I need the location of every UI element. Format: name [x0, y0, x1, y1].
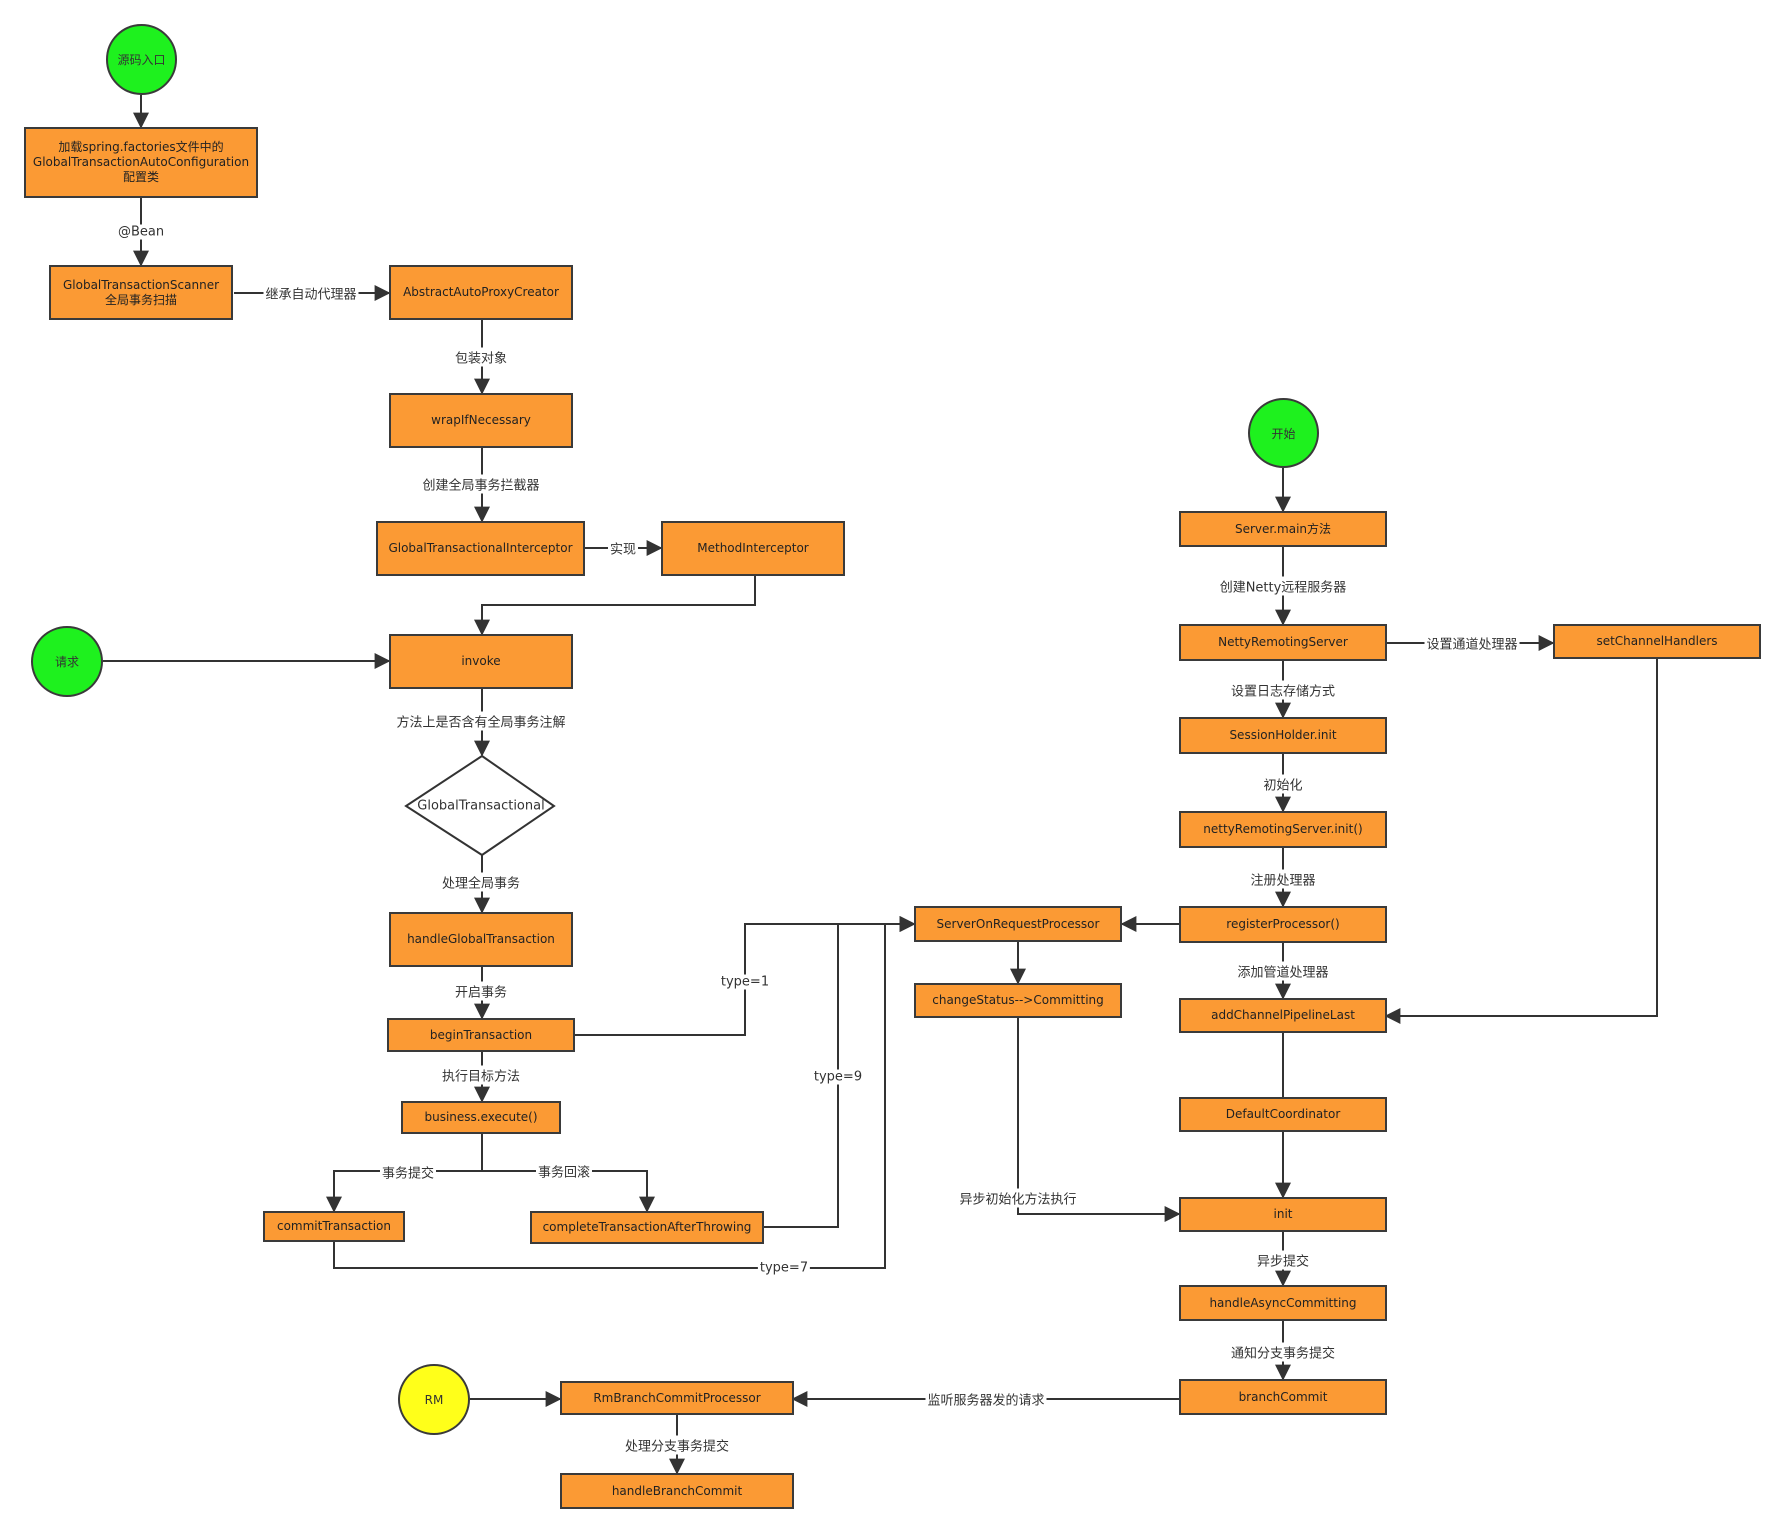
branch-commit-node: branchCommit	[1179, 1379, 1387, 1415]
edge-commit-to-server-type7	[333, 916, 916, 1269]
label-wrap-object: 包装对象	[452, 347, 510, 367]
label-tx-commit: 事务提交	[379, 1162, 437, 1182]
label-open-tx: 开启事务	[452, 981, 510, 1001]
label-notify-branch: 通知分支事务提交	[1228, 1342, 1338, 1362]
start-label: 开始	[1271, 426, 1296, 441]
server-main-node: Server.main方法	[1179, 511, 1387, 547]
label-type1: type=1	[718, 974, 772, 990]
label-set-log-store: 设置日志存储方式	[1228, 680, 1338, 700]
rm-branch-commit-processor-node: RmBranchCommitProcessor	[560, 1381, 794, 1415]
edge-method-to-invoke	[474, 576, 756, 636]
register-processor-node: registerProcessor()	[1179, 906, 1387, 943]
handle-async-committing-node: handleAsyncCommitting	[1179, 1285, 1387, 1321]
load-factories-node: 加载spring.factories文件中的 GlobalTransaction…	[24, 127, 258, 198]
netty-remoting-server-init-node: nettyRemotingServer.init()	[1179, 811, 1387, 848]
label-tx-rollback: 事务回滚	[535, 1161, 593, 1181]
set-channel-handlers-node: setChannelHandlers	[1553, 624, 1761, 659]
handle-branch-commit-node: handleBranchCommit	[560, 1473, 794, 1509]
session-holder-init-node: SessionHolder.init	[1179, 717, 1387, 754]
edge-change-to-init	[1017, 1018, 1181, 1222]
global-tx-scanner-node: GlobalTransactionScanner 全局事务扫描	[49, 265, 233, 320]
source-entry-node: 源码入口	[106, 24, 177, 95]
label-async-commit: 异步提交	[1254, 1250, 1312, 1270]
request-label: 请求	[54, 655, 79, 669]
label-create-interceptor: 创建全局事务拦截器	[420, 474, 542, 494]
add-channel-pipeline-last-node: addChannelPipelineLast	[1179, 998, 1387, 1033]
label-has-annotation: 方法上是否含有全局事务注解	[394, 711, 568, 731]
label-set-channel-handler: 设置通道处理器	[1424, 633, 1520, 653]
edge-handlers-to-pipeline	[1384, 659, 1658, 1024]
start-node: 开始	[1248, 398, 1319, 468]
change-status-node: changeStatus-->Committing	[914, 983, 1122, 1018]
wrap-if-necessary-node: wrapIfNecessary	[389, 393, 573, 448]
netty-remoting-server-node: NettyRemotingServer	[1179, 624, 1387, 661]
server-on-request-processor-node: ServerOnRequestProcessor	[914, 906, 1122, 942]
label-add-pipeline-handler: 添加管道处理器	[1235, 961, 1331, 981]
label-implements: 实现	[607, 538, 639, 558]
global-transactional-diamond	[404, 754, 556, 857]
method-interceptor-node: MethodInterceptor	[661, 521, 845, 576]
label-type7: type=7	[757, 1260, 811, 1276]
label-inherit-auto-proxy: 继承自动代理器	[263, 283, 359, 303]
global-transactional-label: GlobalTransactional	[417, 798, 545, 814]
business-execute-node: business.execute()	[401, 1101, 561, 1134]
source-entry-label: 源码入口	[117, 53, 166, 67]
init-node: init	[1179, 1197, 1387, 1232]
handle-global-transaction-node: handleGlobalTransaction	[389, 912, 573, 967]
label-handle-branch: 处理分支事务提交	[622, 1435, 732, 1455]
abstract-auto-proxy-creator-node: AbstractAutoProxyCreator	[389, 265, 573, 320]
label-exec-target: 执行目标方法	[439, 1065, 523, 1085]
global-transactional-interceptor-node: GlobalTransactionalInterceptor	[376, 521, 585, 576]
label-create-netty: 创建Netty远程服务器	[1217, 576, 1349, 596]
label-register-handler: 注册处理器	[1248, 869, 1318, 889]
rm-label: RM	[424, 1392, 444, 1407]
label-listen-server: 监听服务器发的请求	[925, 1389, 1047, 1409]
commit-transaction-node: commitTransaction	[263, 1211, 405, 1242]
default-coordinator-node: DefaultCoordinator	[1179, 1097, 1387, 1132]
rm-node: RM	[398, 1364, 470, 1435]
complete-tx-after-throwing-node: completeTransactionAfterThrowing	[530, 1211, 764, 1244]
label-async-init: 异步初始化方法执行	[957, 1188, 1079, 1208]
label-at-bean: @Bean	[115, 224, 167, 240]
label-type9: type=9	[811, 1069, 865, 1085]
label-handle-global: 处理全局事务	[439, 872, 523, 892]
begin-transaction-node: beginTransaction	[387, 1018, 575, 1052]
request-node: 请求	[31, 626, 103, 697]
label-initialize: 初始化	[1261, 774, 1305, 794]
invoke-node: invoke	[389, 634, 573, 689]
